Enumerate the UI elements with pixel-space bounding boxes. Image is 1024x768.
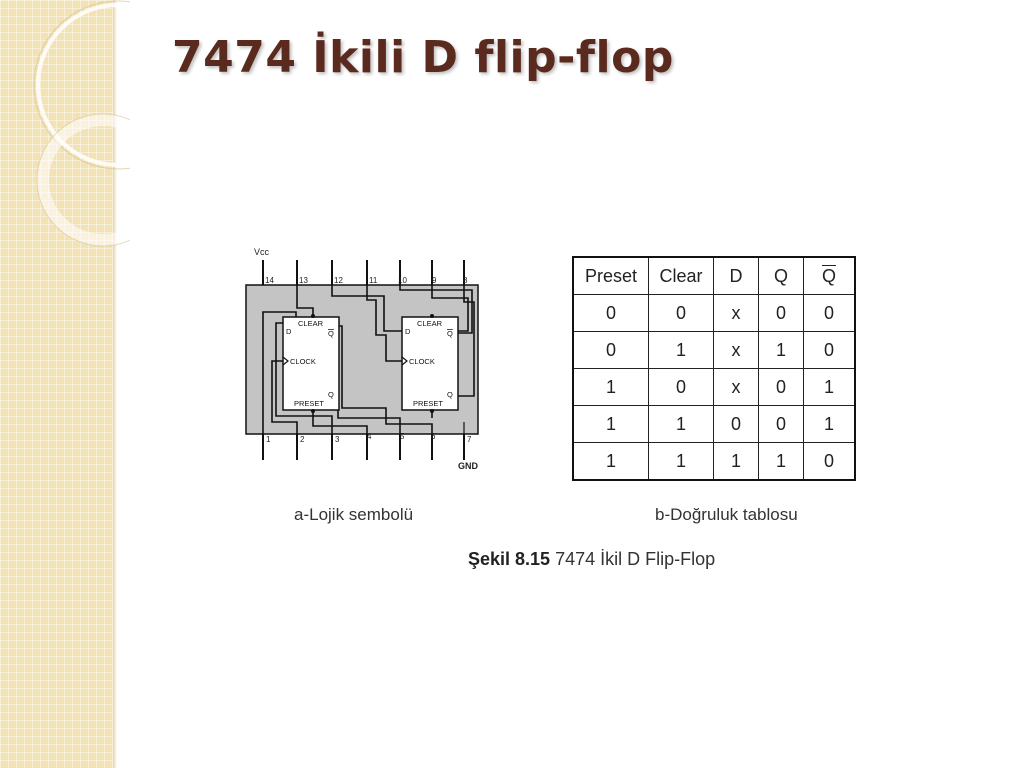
bottom-pin-2: 2 (300, 435, 305, 444)
table-cell: 1 (803, 368, 856, 406)
ring-large-outline (33, 0, 130, 170)
top-pin-9: 9 (432, 276, 437, 285)
table-cell: 0 (758, 405, 804, 443)
table-row: 0 1 x 1 0 (572, 331, 856, 369)
table-cell: 0 (648, 294, 714, 332)
table-cell: 0 (758, 368, 804, 406)
table-cell: 0 (713, 405, 759, 443)
logic-symbol-diagram: Vcc GND 14 13 12 11 10 9 8 1 2 3 4 5 (245, 247, 479, 471)
ff1-clear-bubble (311, 314, 315, 318)
table-cell: 0 (648, 368, 714, 406)
figure-caption-text: 7474 İkil D Flip-Flop (555, 549, 716, 569)
bottom-pin-1: 1 (266, 435, 271, 444)
internal-wiring (262, 285, 475, 434)
flip-flop-2: CLEAR D Q CLOCK Q PRESET (401, 314, 459, 413)
top-pin-leads (262, 260, 465, 285)
table-cell: 1 (572, 405, 649, 443)
table-cell: 0 (803, 331, 856, 369)
truth-table: Preset Clear D Q Q 0 0 x 0 0 0 1 x 1 0 1… (572, 256, 856, 481)
ff1-clock-label: CLOCK (290, 357, 316, 366)
ff2-q-label: Q (447, 390, 453, 399)
table-cell: x (713, 368, 759, 406)
table-cell: 1 (713, 442, 759, 481)
table-cell: 0 (803, 442, 856, 481)
ff1-qbar-label: Q (328, 329, 334, 338)
decorative-rings (33, 0, 130, 247)
logic-symbol-caption: a-Lojik sembolü (294, 505, 414, 524)
bottom-pin-5: 5 (400, 432, 405, 441)
table-row: 1 1 0 0 1 (572, 405, 856, 443)
ff1-preset-bubble (311, 409, 315, 413)
header-d: D (713, 256, 759, 295)
ff1-q-label: Q (328, 390, 334, 399)
ff2-preset-bubble (430, 409, 434, 413)
header-clear: Clear (648, 256, 714, 295)
table-cell: 0 (572, 294, 649, 332)
table-cell: x (713, 331, 759, 369)
flip-flop-1: CLEAR D Q CLOCK Q PRESET (282, 314, 340, 413)
ff2-box (401, 316, 459, 411)
ff1-clock-triangle (282, 356, 289, 366)
ff2-clear-bubble (430, 314, 434, 318)
ff2-qbar-label: Q (447, 329, 453, 338)
header-preset: Preset (572, 256, 649, 295)
header-q: Q (758, 256, 804, 295)
ff1-clear-label: CLEAR (298, 319, 324, 328)
sidebar-edge (113, 0, 117, 768)
table-row: 1 0 x 0 1 (572, 368, 856, 406)
ff1-box (282, 316, 340, 411)
table-row: 0 0 x 0 0 (572, 294, 856, 332)
bottom-pin-6: 6 (431, 432, 436, 441)
table-cell: 1 (803, 405, 856, 443)
table-cell: 0 (572, 331, 649, 369)
ring-small-outline (36, 113, 130, 247)
ff1-preset-label: PRESET (294, 399, 324, 408)
figure-caption: Şekil 8.15 7474 İkil D Flip-Flop (468, 549, 715, 570)
ff2-preset-label: PRESET (413, 399, 443, 408)
table-cell: 0 (803, 294, 856, 332)
slide-title: 7474 İkili D flip-flop (172, 32, 674, 83)
ff1-d-label: D (286, 327, 292, 336)
top-pin-11: 11 (369, 276, 378, 285)
ff2-d-label: D (405, 327, 411, 336)
ff2-clock-label: CLOCK (409, 357, 435, 366)
top-pin-12: 12 (334, 276, 343, 285)
gnd-label: GND (458, 461, 479, 471)
table-cell: 1 (572, 368, 649, 406)
top-pin-14: 14 (265, 276, 274, 285)
table-cell: x (713, 294, 759, 332)
bottom-pin-3: 3 (335, 435, 340, 444)
table-cell: 0 (758, 294, 804, 332)
figure-number: Şekil 8.15 (468, 549, 551, 569)
header-q-bar: Q (803, 256, 856, 295)
bottom-pin-4: 4 (367, 432, 372, 441)
table-row: 1 1 1 1 0 (572, 442, 856, 481)
table-cell: 1 (648, 442, 714, 481)
truth-table-caption: b-Doğruluk tablosu (655, 505, 798, 524)
table-cell: 1 (648, 405, 714, 443)
table-cell: 1 (758, 442, 804, 481)
top-pin-8: 8 (463, 276, 468, 285)
table-cell: 1 (758, 331, 804, 369)
truth-table-header-row: Preset Clear D Q Q (572, 256, 856, 295)
bottom-pin-7: 7 (467, 435, 472, 444)
decorative-sidebar (0, 0, 113, 768)
top-pin-10: 10 (398, 276, 407, 285)
bottom-pin-leads (262, 434, 465, 460)
vcc-label: Vcc (254, 247, 270, 257)
ring-large (36, 3, 130, 167)
ff2-clock-triangle (401, 356, 408, 366)
table-cell: 1 (648, 331, 714, 369)
table-cell: 1 (572, 442, 649, 481)
ring-small (37, 114, 130, 246)
ff2-clear-label: CLEAR (417, 319, 443, 328)
top-pin-13: 13 (299, 276, 308, 285)
